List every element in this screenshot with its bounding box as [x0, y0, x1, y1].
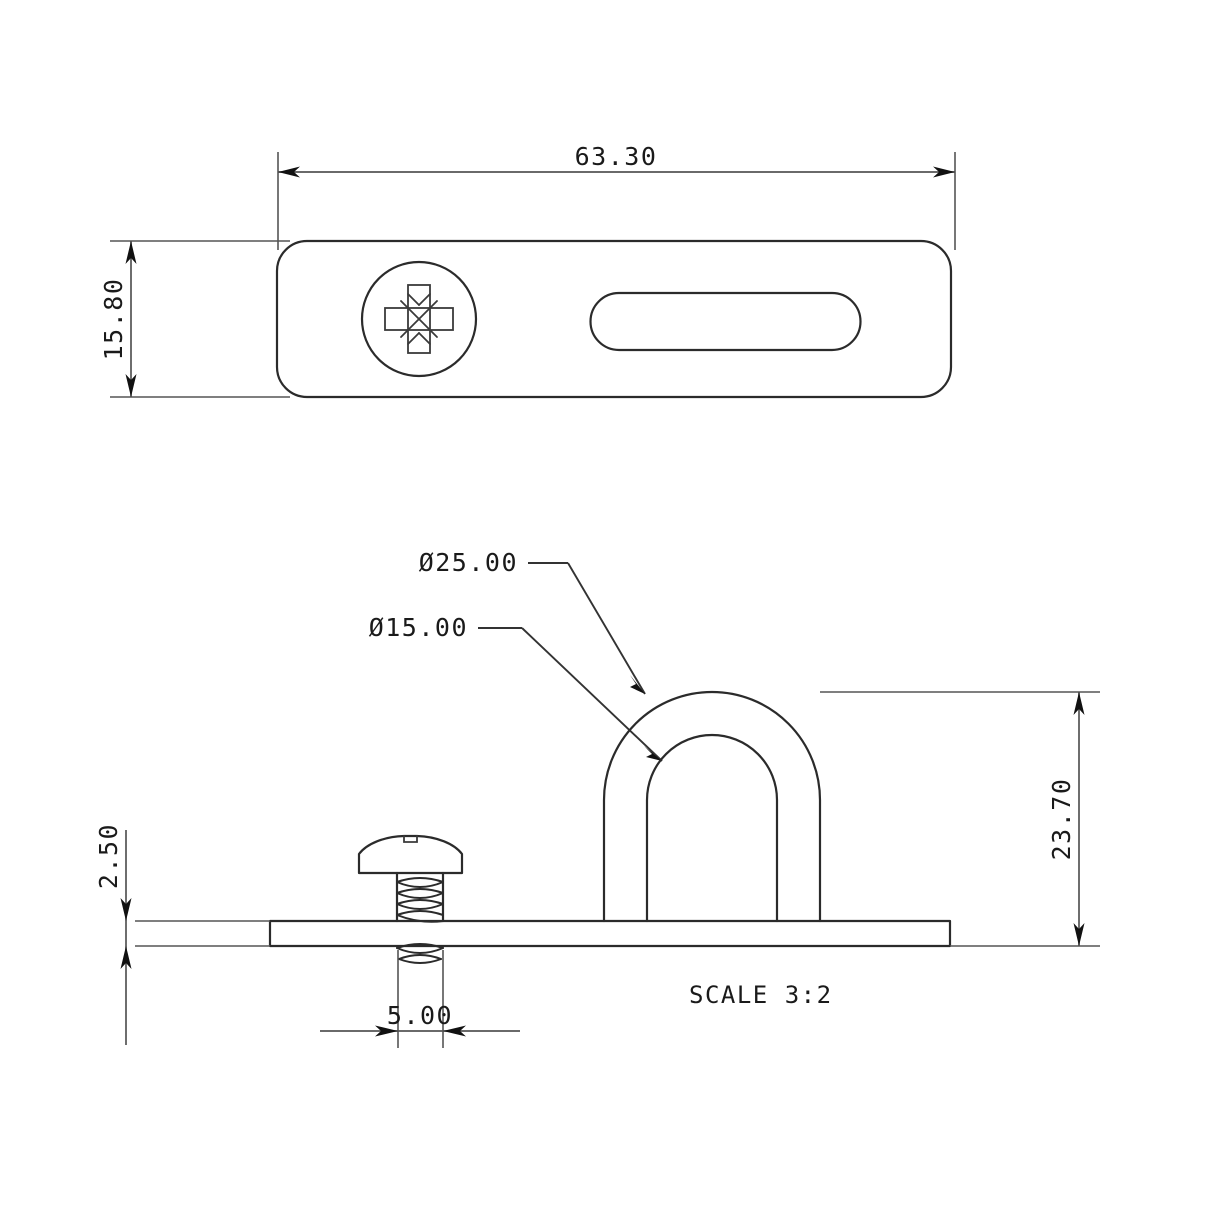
loop-outer-diameter-text: Ø25.00 — [419, 548, 518, 577]
width-arrow-top — [125, 241, 137, 264]
inner-dia-leader-arrow — [644, 746, 662, 761]
screw-drive-notch — [403, 835, 418, 843]
outer-dia-leader-line — [567, 562, 646, 695]
top-plate-outline — [275, 239, 953, 399]
pozidriv-rib-5 — [407, 332, 420, 345]
height-dimension-text: 23.70 — [1047, 778, 1076, 861]
pozidriv-vertical-slot — [407, 284, 431, 354]
pozidriv-rib-3 — [407, 293, 420, 306]
screw-thread-turns-upper — [396, 877, 444, 923]
screw-head-circle — [360, 260, 478, 378]
thickness-arrow-top — [120, 898, 132, 921]
pozidriv-diagonal-rib-2 — [400, 300, 438, 338]
loop-outer-profile — [602, 690, 822, 923]
pozidriv-rib-4 — [418, 293, 431, 306]
length-arrow-right — [933, 166, 955, 178]
pozidriv-horizontal-slot — [384, 307, 454, 331]
thickness-arrow-bottom — [120, 946, 132, 969]
width-arrow-bottom — [125, 374, 137, 397]
obround-slot — [589, 291, 862, 352]
loop-inner-profile — [645, 733, 779, 923]
screw-thread-turns-lower — [396, 943, 444, 964]
top-view: 63.30 15.80 — [99, 142, 956, 399]
base-plate — [268, 919, 952, 948]
screw-dia-arrow-left — [375, 1025, 398, 1037]
height-arrow-top — [1073, 692, 1085, 715]
width-dimension-text: 15.80 — [99, 278, 128, 361]
scale-note-text: SCALE 3:2 — [689, 981, 833, 1009]
pozidriv-rib-6 — [418, 332, 431, 345]
length-arrow-left — [278, 166, 300, 178]
thickness-dimension-text: 2.50 — [94, 823, 123, 889]
inner-dia-leader-line — [521, 627, 663, 762]
outer-dia-leader-arrow — [630, 675, 645, 694]
height-arrow-bottom — [1073, 923, 1085, 946]
screw-dia-arrow-right — [443, 1025, 466, 1037]
screw-diameter-text: 5.00 — [387, 1001, 453, 1030]
front-section-view: Ø25.00 Ø15.00 — [94, 548, 1100, 1048]
length-dimension-text: 63.30 — [575, 142, 658, 171]
loop-inner-diameter-text: Ø15.00 — [369, 613, 468, 642]
